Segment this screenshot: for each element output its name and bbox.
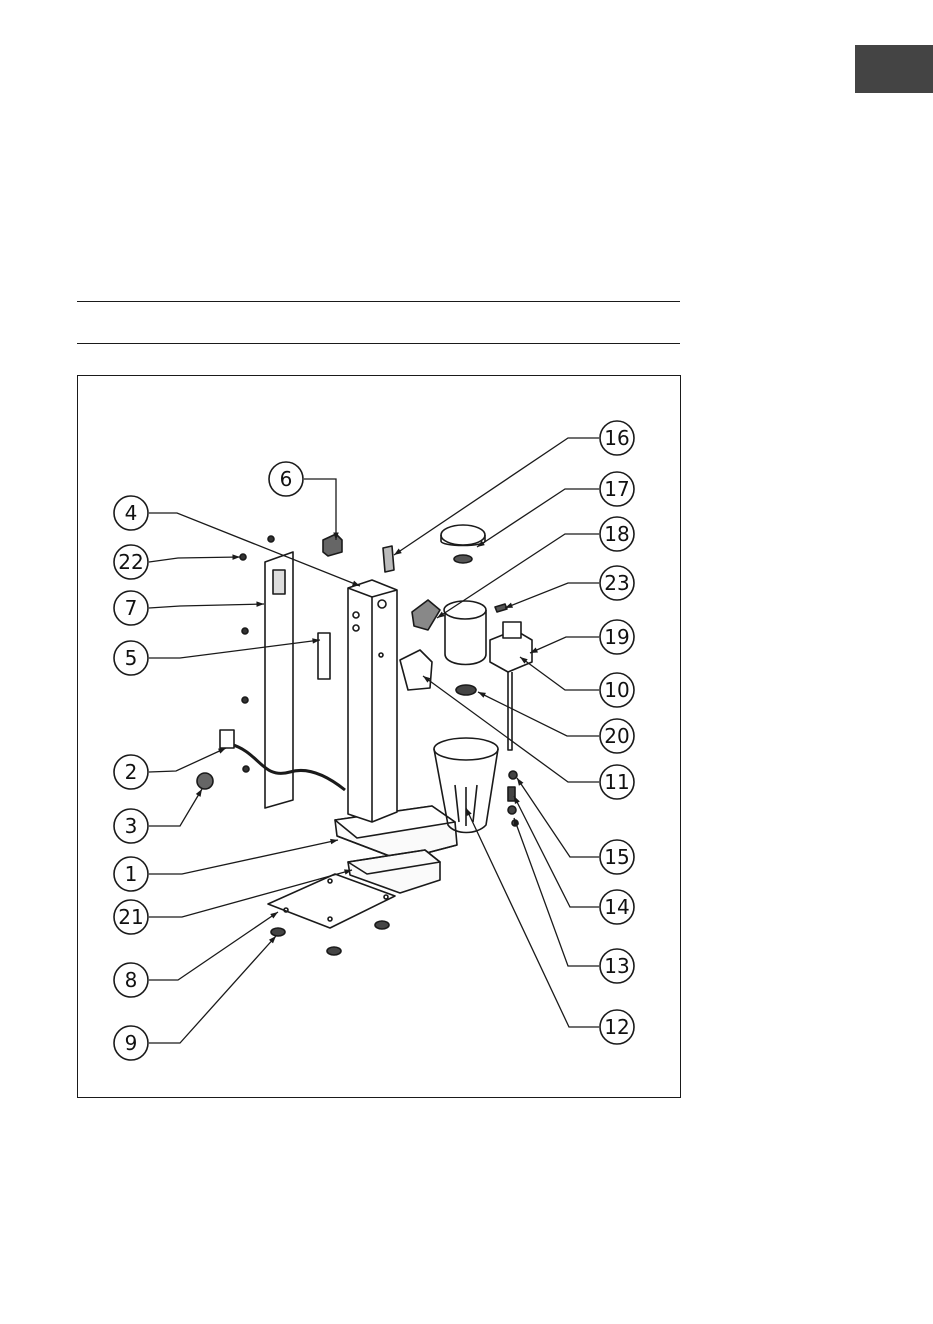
callout-leader-line [149, 840, 338, 874]
callout-number: 8 [125, 968, 138, 992]
callout-number: 15 [604, 845, 629, 869]
callout-leader-line [149, 748, 226, 772]
callout-arrowhead [196, 789, 202, 797]
part-column [348, 580, 397, 822]
callout-leader-line [149, 557, 240, 562]
callout-number: 18 [604, 522, 629, 546]
callout-number: 21 [118, 905, 143, 929]
callout-leader-line [149, 604, 264, 608]
callout-leader-line [466, 808, 599, 1027]
part-plate [400, 650, 432, 690]
callout-leader-line [505, 583, 599, 608]
callout-arrowhead [466, 808, 472, 816]
callout-19: 19 [530, 620, 634, 654]
callout-6: 6 [269, 462, 339, 540]
callout-number: 6 [280, 467, 293, 491]
callout-number: 3 [125, 814, 138, 838]
callout-number: 13 [604, 954, 629, 978]
callout-arrowhead [218, 748, 226, 754]
part-motor-bracket [490, 622, 532, 750]
callout-3: 3 [114, 789, 202, 843]
callout-leader-line [514, 818, 599, 966]
callout-number: 12 [604, 1015, 629, 1039]
callout-leader-line [149, 912, 278, 980]
part-fan [412, 600, 440, 630]
callout-10: 10 [520, 657, 634, 707]
callout-16: 16 [394, 421, 634, 555]
callout-9: 9 [114, 936, 276, 1060]
callout-leader-line [517, 778, 599, 857]
callout-number: 20 [604, 724, 629, 748]
callout-arrowhead [256, 601, 264, 606]
callout-leader-line [304, 479, 336, 540]
callout-number: 5 [125, 646, 138, 670]
appliance-parts [197, 525, 532, 955]
callout-number: 16 [604, 426, 629, 450]
callout-7: 7 [114, 591, 264, 625]
callout-22: 22 [114, 545, 240, 579]
callout-arrowhead [270, 912, 278, 918]
callout-number: 1 [125, 862, 138, 886]
callout-number: 19 [604, 625, 629, 649]
callout-number: 4 [125, 501, 138, 525]
callout-number: 9 [125, 1031, 138, 1055]
callout-number: 17 [604, 477, 629, 501]
callout-number: 7 [125, 596, 138, 620]
callout-arrowhead [478, 692, 486, 698]
callout-number: 10 [604, 678, 629, 702]
callout-leader-line [149, 789, 202, 826]
callout-arrowhead [517, 778, 523, 786]
callout-number: 14 [604, 895, 629, 919]
callout-number: 2 [125, 760, 138, 784]
part-switch [323, 534, 342, 556]
callout-leader-line [423, 676, 599, 782]
callout-leader-line [149, 936, 276, 1043]
callout-number: 11 [604, 770, 629, 794]
callout-arrowhead [232, 554, 240, 559]
part-strain-relief [197, 773, 213, 789]
callout-23: 23 [505, 566, 634, 608]
callout-leader-line [394, 438, 599, 555]
part-lid [441, 525, 485, 563]
part-spring [456, 685, 476, 695]
part-motor [444, 601, 486, 665]
callout-leader-line [149, 640, 320, 658]
callout-number: 23 [604, 571, 629, 595]
callout-leader-line [530, 637, 599, 653]
part-clip [383, 546, 394, 572]
callout-arrowhead [352, 581, 360, 586]
callout-arrowhead [394, 549, 402, 555]
callout-leader-line [477, 489, 599, 547]
callout-arrowhead [514, 796, 520, 804]
callout-number: 22 [118, 550, 143, 574]
